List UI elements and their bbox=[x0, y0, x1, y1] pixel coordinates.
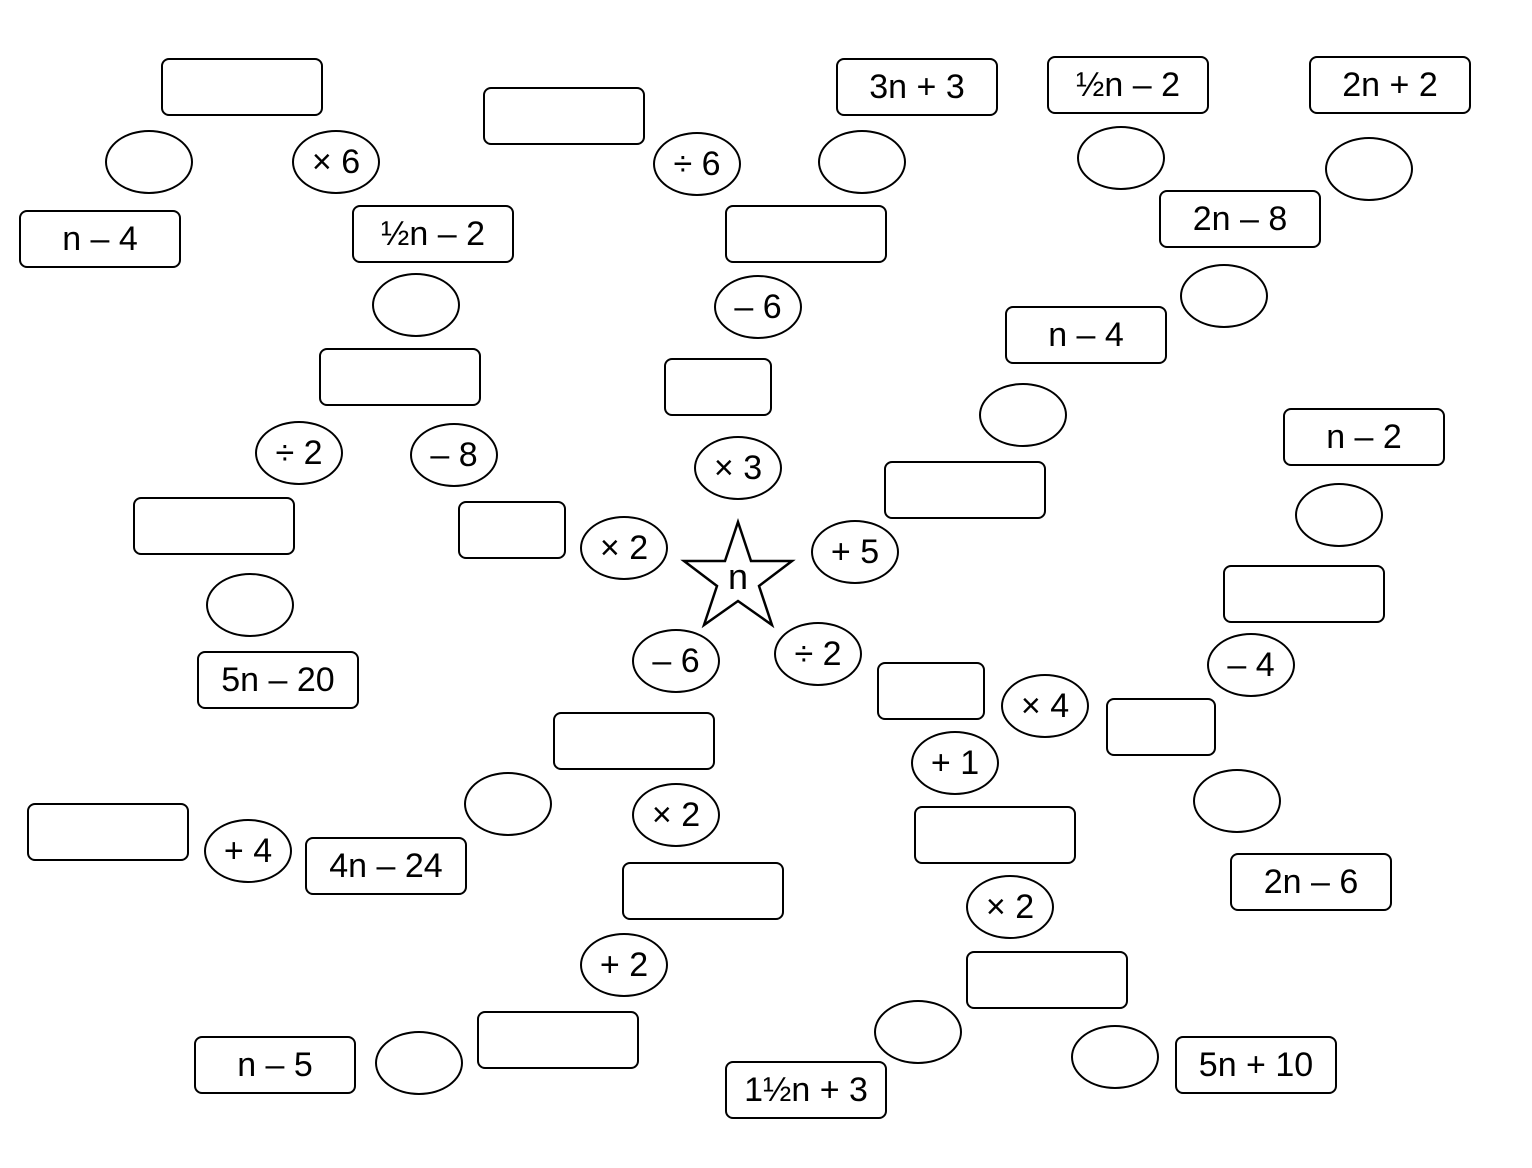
expression-box[interactable] bbox=[884, 461, 1046, 519]
operation-oval[interactable]: – 8 bbox=[410, 423, 498, 487]
operation-oval[interactable] bbox=[1325, 137, 1413, 201]
operation-oval[interactable]: × 2 bbox=[632, 783, 720, 847]
expression-box[interactable]: 2n – 8 bbox=[1159, 190, 1321, 248]
operation-oval[interactable]: – 6 bbox=[714, 275, 802, 339]
expression-box[interactable] bbox=[966, 951, 1128, 1009]
expression-box[interactable] bbox=[27, 803, 189, 861]
operation-oval[interactable]: ÷ 2 bbox=[774, 622, 862, 686]
operation-oval[interactable]: ÷ 2 bbox=[255, 421, 343, 485]
operation-oval[interactable] bbox=[1077, 126, 1165, 190]
expression-box[interactable] bbox=[1223, 565, 1385, 623]
operation-oval[interactable]: × 2 bbox=[580, 516, 668, 580]
expression-box[interactable] bbox=[622, 862, 784, 920]
operation-oval[interactable] bbox=[105, 130, 193, 194]
operation-oval[interactable]: + 4 bbox=[204, 819, 292, 883]
operation-oval[interactable] bbox=[979, 383, 1067, 447]
expression-box[interactable]: n – 5 bbox=[194, 1036, 356, 1094]
expression-box[interactable] bbox=[133, 497, 295, 555]
operation-oval[interactable]: × 4 bbox=[1001, 674, 1089, 738]
operation-oval[interactable] bbox=[1193, 769, 1281, 833]
expression-box[interactable] bbox=[483, 87, 645, 145]
operation-oval[interactable] bbox=[1180, 264, 1268, 328]
expression-box[interactable]: 2n – 6 bbox=[1230, 853, 1392, 911]
operation-oval[interactable] bbox=[464, 772, 552, 836]
star-center-label: n bbox=[727, 556, 749, 597]
expression-box[interactable] bbox=[553, 712, 715, 770]
expression-box[interactable]: 3n + 3 bbox=[836, 58, 998, 116]
expression-box[interactable] bbox=[458, 501, 566, 559]
operation-oval[interactable]: ÷ 6 bbox=[653, 132, 741, 196]
expression-box[interactable]: n – 2 bbox=[1283, 408, 1445, 466]
operation-oval[interactable] bbox=[818, 130, 906, 194]
operation-oval[interactable] bbox=[1071, 1025, 1159, 1089]
operation-oval[interactable]: – 4 bbox=[1207, 633, 1295, 697]
expression-box[interactable]: 5n – 20 bbox=[197, 651, 359, 709]
operation-oval[interactable]: + 2 bbox=[580, 933, 668, 997]
operation-oval[interactable]: + 1 bbox=[911, 731, 999, 795]
operation-oval[interactable]: × 3 bbox=[694, 436, 782, 500]
operation-oval[interactable]: × 6 bbox=[292, 130, 380, 194]
operation-oval[interactable]: – 6 bbox=[632, 629, 720, 693]
expression-box[interactable] bbox=[725, 205, 887, 263]
expression-box[interactable] bbox=[477, 1011, 639, 1069]
expression-box[interactable] bbox=[161, 58, 323, 116]
operation-oval[interactable] bbox=[1295, 483, 1383, 547]
expression-box[interactable] bbox=[877, 662, 985, 720]
operation-oval[interactable]: × 2 bbox=[966, 875, 1054, 939]
expression-box[interactable]: n – 4 bbox=[19, 210, 181, 268]
expression-box[interactable]: 1½n + 3 bbox=[725, 1061, 887, 1119]
expression-box[interactable] bbox=[1106, 698, 1216, 756]
expression-box[interactable]: 4n – 24 bbox=[305, 837, 467, 895]
expression-box[interactable]: ½n – 2 bbox=[352, 205, 514, 263]
operation-oval[interactable]: + 5 bbox=[811, 520, 899, 584]
expression-box[interactable]: 5n + 10 bbox=[1175, 1036, 1337, 1094]
expression-box[interactable] bbox=[914, 806, 1076, 864]
operation-oval[interactable] bbox=[206, 573, 294, 637]
expression-box[interactable]: 2n + 2 bbox=[1309, 56, 1471, 114]
operation-oval[interactable] bbox=[372, 273, 460, 337]
expression-box[interactable]: ½n – 2 bbox=[1047, 56, 1209, 114]
operation-oval[interactable] bbox=[375, 1031, 463, 1095]
expression-box[interactable]: n – 4 bbox=[1005, 306, 1167, 364]
expression-box[interactable] bbox=[664, 358, 772, 416]
operation-oval[interactable] bbox=[874, 1000, 962, 1064]
expression-box[interactable] bbox=[319, 348, 481, 406]
